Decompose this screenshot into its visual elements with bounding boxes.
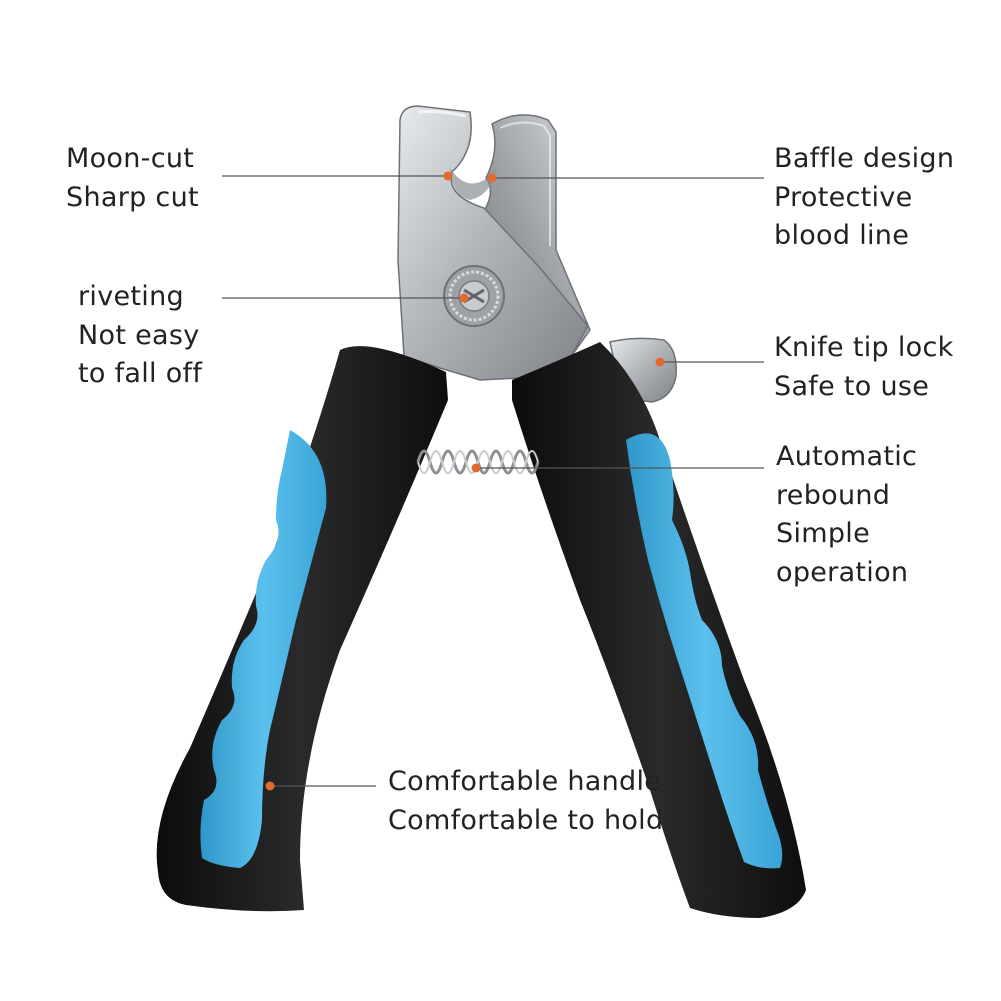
leader-lines bbox=[222, 175, 764, 787]
callout-line: riveting bbox=[78, 281, 184, 312]
callout-line: operation bbox=[776, 556, 909, 588]
callout-line: Comfortable handle bbox=[388, 766, 662, 797]
callout-line: Simple bbox=[776, 518, 870, 549]
callout-line: rebound bbox=[776, 479, 891, 511]
marker-dot-rebound bbox=[471, 463, 481, 473]
marker-dot-riveting bbox=[459, 293, 469, 303]
callout-line: to fall off bbox=[78, 358, 203, 389]
callout-line: Safe to use bbox=[774, 370, 930, 402]
callout-comfortable-handle: Comfortable handle Comfortable to hold bbox=[388, 763, 663, 840]
left-blade bbox=[397, 105, 589, 381]
marker-dot-handle bbox=[265, 781, 275, 791]
marker-dot-baffle bbox=[487, 173, 497, 183]
right-handle bbox=[512, 342, 806, 918]
spring bbox=[416, 449, 540, 475]
callout-line: Moon-cut bbox=[66, 143, 195, 174]
callout-automatic-rebound: Automatic rebound Simple operation bbox=[776, 438, 917, 592]
callout-moon-cut: Moon-cut Sharp cut bbox=[66, 140, 199, 217]
callout-line: Automatic bbox=[776, 441, 918, 472]
marker-dots bbox=[265, 171, 665, 791]
callout-line: blood line bbox=[774, 220, 910, 251]
callout-line: Sharp cut bbox=[66, 181, 199, 213]
callout-riveting: riveting Not easy to fall off bbox=[78, 278, 202, 394]
callout-line: Knife tip lock bbox=[774, 332, 954, 363]
callout-line: Baffle design bbox=[774, 143, 955, 174]
callout-line: Comfortable to hold bbox=[388, 804, 664, 836]
moon-cut-notch bbox=[450, 168, 496, 200]
callout-baffle-design: Baffle design Protective blood line bbox=[774, 140, 954, 256]
marker-dot-knife-lock bbox=[655, 357, 665, 367]
callout-knife-tip-lock: Knife tip lock Safe to use bbox=[774, 329, 954, 406]
left-handle bbox=[156, 346, 448, 912]
rivet bbox=[443, 265, 505, 327]
marker-dot-moon-cut bbox=[443, 171, 453, 181]
callout-line: Not easy bbox=[78, 319, 200, 351]
callout-line: Protective bbox=[774, 181, 913, 213]
